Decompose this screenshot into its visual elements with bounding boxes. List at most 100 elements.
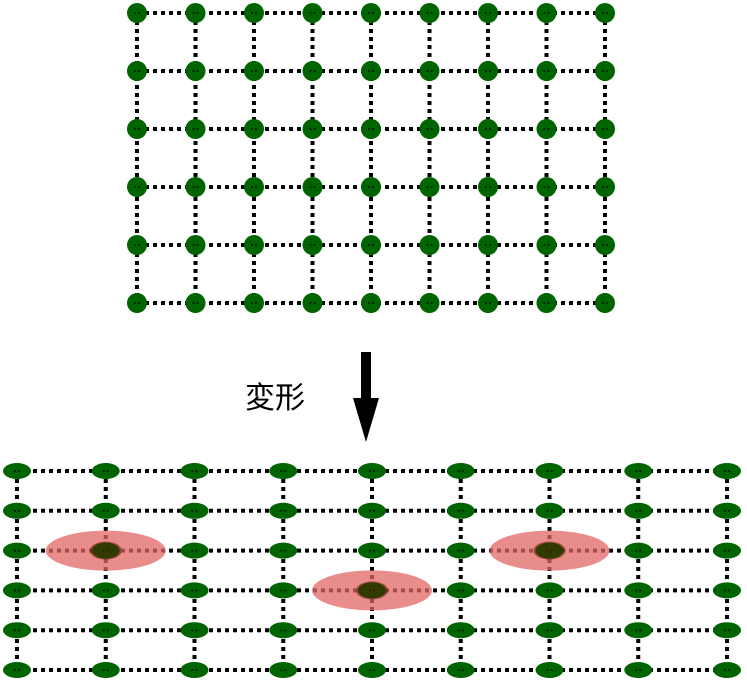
- grid-node: [713, 662, 741, 678]
- grid-node: [624, 582, 653, 599]
- grid-node: [446, 622, 475, 639]
- grid-node: [3, 502, 31, 519]
- grid-node: [3, 622, 31, 639]
- grid-node: [358, 463, 386, 479]
- grid-node: [361, 3, 381, 23]
- grid-node: [180, 662, 209, 678]
- grid-node: [536, 177, 557, 197]
- grid-node: [127, 3, 147, 23]
- grid-node: [419, 3, 440, 23]
- grid-node: [446, 542, 475, 559]
- grid-node: [713, 622, 741, 639]
- grid-node: [535, 463, 564, 479]
- grid-node: [244, 61, 264, 81]
- original-grid: [127, 3, 615, 313]
- original-grid-nodes: [127, 3, 615, 313]
- grid-node: [91, 463, 120, 479]
- grid-node: [361, 235, 381, 255]
- grid-node: [185, 235, 206, 255]
- grid-node: [419, 61, 440, 81]
- grid-node: [302, 119, 323, 139]
- grid-node: [180, 582, 209, 599]
- arrow-head: [353, 398, 379, 442]
- grid-node: [3, 582, 31, 599]
- grid-node: [446, 662, 475, 678]
- grid-node: [478, 235, 498, 255]
- grid-node: [478, 177, 498, 197]
- down-arrow-icon: [353, 352, 379, 442]
- grid-node: [595, 177, 615, 197]
- grid-node: [624, 542, 653, 559]
- grid-node: [478, 3, 498, 23]
- grid-node: [127, 235, 147, 255]
- grid-node: [478, 293, 498, 313]
- grid-node: [269, 622, 298, 639]
- grid-node: [419, 177, 440, 197]
- grid-node: [302, 61, 323, 81]
- grid-node: [624, 662, 653, 678]
- grid-node: [185, 293, 206, 313]
- grid-node: [244, 3, 264, 23]
- grid-node: [595, 119, 615, 139]
- grid-node: [3, 542, 31, 559]
- grid-node: [91, 622, 120, 639]
- grid-node: [358, 622, 386, 639]
- grid-node: [446, 502, 475, 519]
- grid-node: [535, 582, 564, 599]
- highlighted-node-overlay: [533, 541, 566, 560]
- grid-node: [361, 119, 381, 139]
- grid-node: [595, 293, 615, 313]
- grid-node: [185, 119, 206, 139]
- grid-node: [180, 542, 209, 559]
- grid-node: [535, 502, 564, 519]
- grid-node: [361, 61, 381, 81]
- grid-node: [180, 502, 209, 519]
- grid-node: [302, 3, 323, 23]
- highlighted-node-overlay: [89, 541, 122, 560]
- grid-node: [244, 293, 264, 313]
- grid-node: [478, 119, 498, 139]
- grid-node: [535, 622, 564, 639]
- grid-node: [127, 119, 147, 139]
- grid-node: [3, 662, 31, 678]
- grid-node: [185, 177, 206, 197]
- grid-node: [269, 502, 298, 519]
- grid-node: [127, 61, 147, 81]
- grid-node: [269, 463, 298, 479]
- grid-node: [185, 61, 206, 81]
- grid-node: [127, 177, 147, 197]
- grid-node: [478, 61, 498, 81]
- grid-node: [269, 662, 298, 678]
- grid-node: [713, 502, 741, 519]
- grid-node: [624, 463, 653, 479]
- highlighted-node-overlay: [356, 581, 388, 600]
- grid-node: [361, 177, 381, 197]
- grid-node: [358, 662, 386, 678]
- grid-node: [91, 582, 120, 599]
- grid-node: [536, 235, 557, 255]
- grid-node: [3, 463, 31, 479]
- grid-node: [180, 463, 209, 479]
- grid-node: [244, 177, 264, 197]
- transform-label: 変形: [245, 381, 305, 416]
- original-grid-lines: [135, 11, 607, 305]
- grid-node: [536, 119, 557, 139]
- grid-node: [91, 662, 120, 678]
- grid-node: [361, 293, 381, 313]
- deformed-grid-highlights: [45, 530, 610, 611]
- grid-node: [419, 235, 440, 255]
- grid-node: [358, 542, 386, 559]
- grid-node: [536, 293, 557, 313]
- grid-node: [595, 3, 615, 23]
- grid-node: [358, 502, 386, 519]
- deformed-grid: [3, 463, 741, 678]
- grid-node: [419, 119, 440, 139]
- grid-node: [91, 502, 120, 519]
- deformed-grid-nodes: [3, 463, 741, 678]
- grid-node: [713, 463, 741, 479]
- grid-node: [624, 502, 653, 519]
- arrow-shaft: [361, 352, 371, 404]
- grid-node: [302, 177, 323, 197]
- grid-node: [446, 582, 475, 599]
